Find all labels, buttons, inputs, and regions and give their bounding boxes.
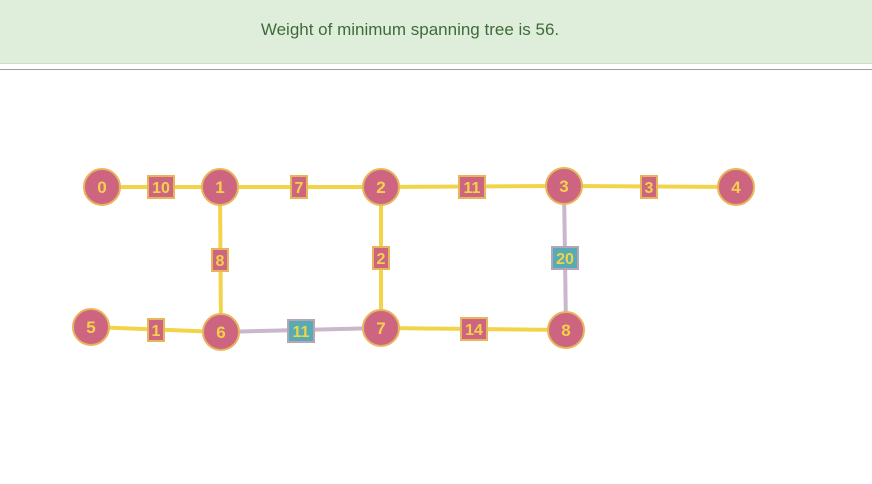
- node-6[interactable]: 6: [202, 313, 240, 351]
- node-label: 8: [561, 321, 570, 340]
- node-circle[interactable]: [72, 308, 110, 346]
- node-4[interactable]: 4: [717, 168, 755, 206]
- node-2[interactable]: 2: [362, 168, 400, 206]
- node-8[interactable]: 8: [547, 311, 585, 349]
- node-circle[interactable]: [547, 311, 585, 349]
- divider: [0, 69, 872, 70]
- node-label: 2: [376, 178, 385, 197]
- edge-weight-box: [458, 175, 486, 199]
- node-label: 0: [97, 178, 106, 197]
- edge-weight-1-2: 7: [290, 175, 308, 199]
- edge-weight-box: [551, 246, 579, 270]
- node-label: 3: [559, 177, 568, 196]
- node-circle[interactable]: [202, 313, 240, 351]
- edge-weight-box: [290, 175, 308, 199]
- edge-weight-1-6: 8: [211, 248, 229, 272]
- edge-weight-0-1: 10: [147, 175, 175, 199]
- edge-weight-box: [147, 318, 165, 342]
- edge-weight-value: 3: [645, 180, 654, 197]
- node-label: 4: [731, 178, 741, 197]
- node-label: 6: [216, 323, 225, 342]
- edge-weight-value: 14: [465, 322, 483, 339]
- edge-weight-2-7: 2: [372, 246, 390, 270]
- result-banner: Weight of minimum spanning tree is 56.: [0, 0, 872, 64]
- node-circle[interactable]: [362, 309, 400, 347]
- node-label: 1: [215, 178, 224, 197]
- edge-weight-6-7: 11: [287, 319, 315, 343]
- edge-weight-box: [211, 248, 229, 272]
- mst-weight-message: Weight of minimum spanning tree is 56.: [260, 20, 560, 39]
- node-circle[interactable]: [83, 168, 121, 206]
- node-0[interactable]: 0: [83, 168, 121, 206]
- node-3[interactable]: 3: [545, 167, 583, 205]
- node-label: 7: [376, 319, 385, 338]
- edge-weight-box: [460, 317, 488, 341]
- edge-weight-value: 20: [556, 251, 574, 268]
- edges: [89, 184, 738, 334]
- node-circle[interactable]: [201, 168, 239, 206]
- edge-weight-value: 1: [152, 323, 161, 340]
- nodes: 0 1 2 3 4 5 6 7 8: [72, 167, 755, 351]
- edge-weight-value: 11: [293, 324, 310, 341]
- edge-weight-value: 8: [216, 253, 225, 270]
- edge-weight-2-3: 11: [458, 175, 486, 199]
- edge-weight-7-8: 14: [460, 317, 488, 341]
- node-circle[interactable]: [545, 167, 583, 205]
- edge-weight-value: 11: [464, 180, 481, 197]
- edge-weight-box: [372, 246, 390, 270]
- node-label: 5: [86, 318, 95, 337]
- edge-weight-box: [147, 175, 175, 199]
- edge-weight-5-6: 1: [147, 318, 165, 342]
- edge-weight-value: 10: [152, 180, 170, 197]
- edge-weight-3-8: 20: [551, 246, 579, 270]
- node-7[interactable]: 7: [362, 309, 400, 347]
- edge-weight-3-4: 3: [640, 175, 658, 199]
- node-circle[interactable]: [362, 168, 400, 206]
- node-5[interactable]: 5: [72, 308, 110, 346]
- edge-weight-value: 7: [295, 180, 304, 197]
- edge-weight-box: [287, 319, 315, 343]
- edge-weight-box: [640, 175, 658, 199]
- node-1[interactable]: 1: [201, 168, 239, 206]
- node-circle[interactable]: [717, 168, 755, 206]
- edge-weight-value: 2: [377, 251, 386, 268]
